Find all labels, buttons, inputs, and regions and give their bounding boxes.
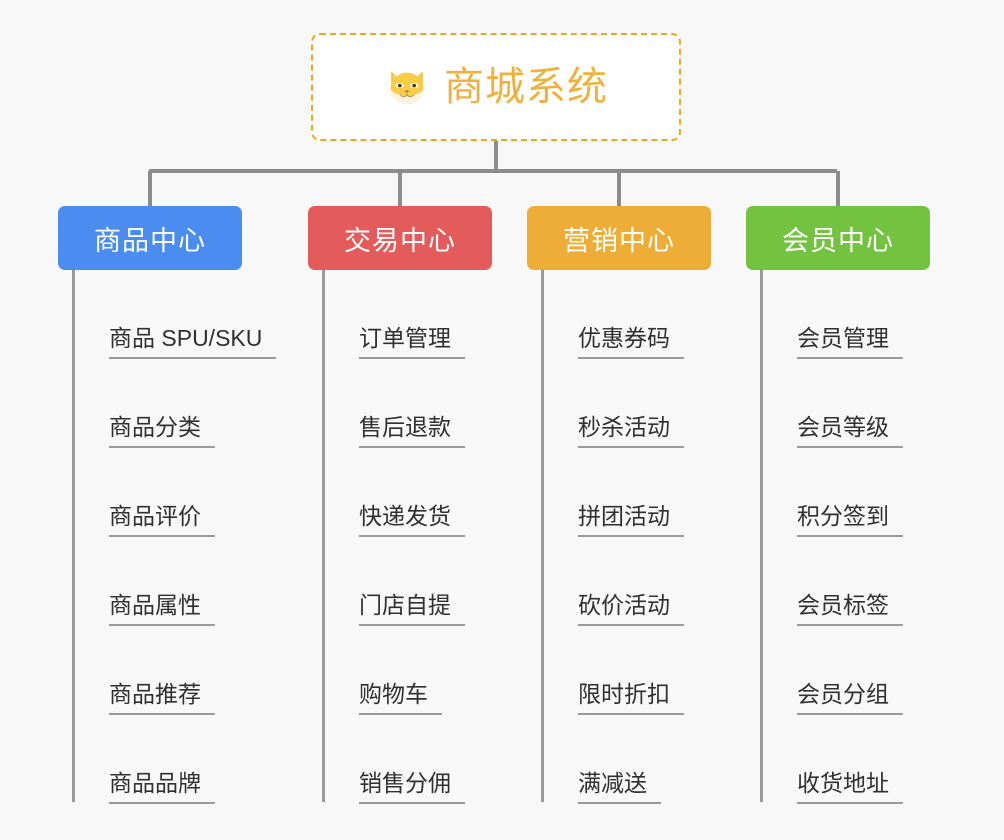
leaf-list: 订单管理售后退款快递发货门店自提购物车销售分佣 — [322, 270, 465, 804]
connector-drop-3 — [617, 171, 621, 207]
leaf-item[interactable]: 会员等级 — [760, 359, 903, 448]
leaf-item-label: 会员分组 — [797, 681, 903, 715]
leaf-list: 会员管理会员等级积分签到会员标签会员分组收货地址 — [760, 270, 903, 804]
category-box-1[interactable]: 商品中心 — [58, 206, 242, 270]
leaf-item[interactable]: 快递发货 — [322, 448, 465, 537]
leaf-item-label: 商品评价 — [109, 503, 215, 537]
leaf-item-label: 拼团活动 — [578, 503, 684, 537]
leaf-item[interactable]: 积分签到 — [760, 448, 903, 537]
leaf-item-label: 优惠券码 — [578, 325, 684, 359]
leaf-item[interactable]: 售后退款 — [322, 359, 465, 448]
leaf-item[interactable]: 商品属性 — [72, 537, 276, 626]
leaf-item-label: 会员管理 — [797, 325, 903, 359]
leaf-item[interactable]: 满减送 — [541, 715, 684, 804]
connector-root-stem — [494, 141, 498, 171]
column-spine — [322, 270, 325, 802]
leaf-item[interactable]: 会员管理 — [760, 270, 903, 359]
leaf-item[interactable]: 会员分组 — [760, 626, 903, 715]
leaf-item-label: 购物车 — [359, 681, 442, 715]
connector-drop-4 — [836, 171, 840, 207]
leaf-item-label: 门店自提 — [359, 592, 465, 626]
leaf-item[interactable]: 拼团活动 — [541, 448, 684, 537]
leaf-item-label: 商品品牌 — [109, 770, 215, 804]
leaf-item[interactable]: 商品分类 — [72, 359, 276, 448]
branch-column-2: 订单管理售后退款快递发货门店自提购物车销售分佣 — [322, 270, 465, 804]
leaf-item[interactable]: 收货地址 — [760, 715, 903, 804]
leaf-item-label: 积分签到 — [797, 503, 903, 537]
leaf-item[interactable]: 砍价活动 — [541, 537, 684, 626]
leaf-item-label: 收货地址 — [797, 770, 903, 804]
leaf-item-label: 限时折扣 — [578, 681, 684, 715]
category-label: 营销中心 — [563, 225, 675, 256]
leaf-item[interactable]: 会员标签 — [760, 537, 903, 626]
leaf-item[interactable]: 商品评价 — [72, 448, 276, 537]
leaf-item-label: 秒杀活动 — [578, 414, 684, 448]
leaf-item[interactable]: 秒杀活动 — [541, 359, 684, 448]
leaf-list: 商品 SPU/SKU 商品分类商品评价商品属性商品推荐商品品牌 — [72, 270, 277, 804]
leaf-list: 优惠券码秒杀活动拼团活动砍价活动限时折扣满减送 — [541, 270, 684, 804]
category-box-4[interactable]: 会员中心 — [746, 206, 930, 270]
column-spine — [72, 270, 75, 802]
leaf-item[interactable]: 订单管理 — [322, 270, 465, 359]
category-box-2[interactable]: 交易中心 — [308, 206, 492, 270]
leaf-item[interactable]: 商品推荐 — [72, 626, 276, 715]
leaf-item[interactable]: 商品 SPU/SKU — [72, 270, 277, 359]
connector-horizontal-bus — [149, 169, 837, 173]
root-title: 商城系统 — [444, 65, 608, 109]
leaf-item-label: 会员标签 — [797, 592, 903, 626]
leaf-item-label: 商品分类 — [109, 414, 215, 448]
leaf-item[interactable]: 门店自提 — [322, 537, 465, 626]
branch-column-3: 优惠券码秒杀活动拼团活动砍价活动限时折扣满减送 — [541, 270, 684, 804]
branch-column-4: 会员管理会员等级积分签到会员标签会员分组收货地址 — [760, 270, 903, 804]
leaf-item-label: 会员等级 — [797, 414, 903, 448]
connector-drop-1 — [148, 171, 152, 207]
leaf-item[interactable]: 限时折扣 — [541, 626, 684, 715]
leaf-item-label: 售后退款 — [359, 414, 465, 448]
leaf-item-label: 订单管理 — [359, 325, 465, 359]
category-label: 交易中心 — [344, 225, 456, 256]
leaf-item-label: 满减送 — [578, 770, 661, 804]
leaf-item-label: 商品推荐 — [109, 681, 215, 715]
leaf-item-label: 快递发货 — [359, 503, 465, 537]
category-label: 会员中心 — [782, 225, 894, 256]
leaf-item-label: 销售分佣 — [359, 770, 465, 804]
leaf-item[interactable]: 商品品牌 — [72, 715, 276, 804]
leaf-item[interactable]: 购物车 — [322, 626, 465, 715]
column-spine — [541, 270, 544, 802]
leaf-item-label: 砍价活动 — [578, 592, 684, 626]
category-box-3[interactable]: 营销中心 — [527, 206, 711, 270]
leaf-item[interactable]: 销售分佣 — [322, 715, 465, 804]
leaf-item-label: 商品 SPU/SKU — [109, 325, 277, 359]
column-spine — [760, 270, 763, 802]
root-node[interactable]: 商城系统 — [311, 33, 681, 141]
branch-column-1: 商品 SPU/SKU 商品分类商品评价商品属性商品推荐商品品牌 — [72, 270, 277, 804]
shiba-dog-emoji — [390, 71, 424, 105]
leaf-item-label: 商品属性 — [109, 592, 215, 626]
leaf-item[interactable]: 优惠券码 — [541, 270, 684, 359]
connector-drop-2 — [398, 171, 402, 207]
category-label: 商品中心 — [94, 225, 206, 256]
